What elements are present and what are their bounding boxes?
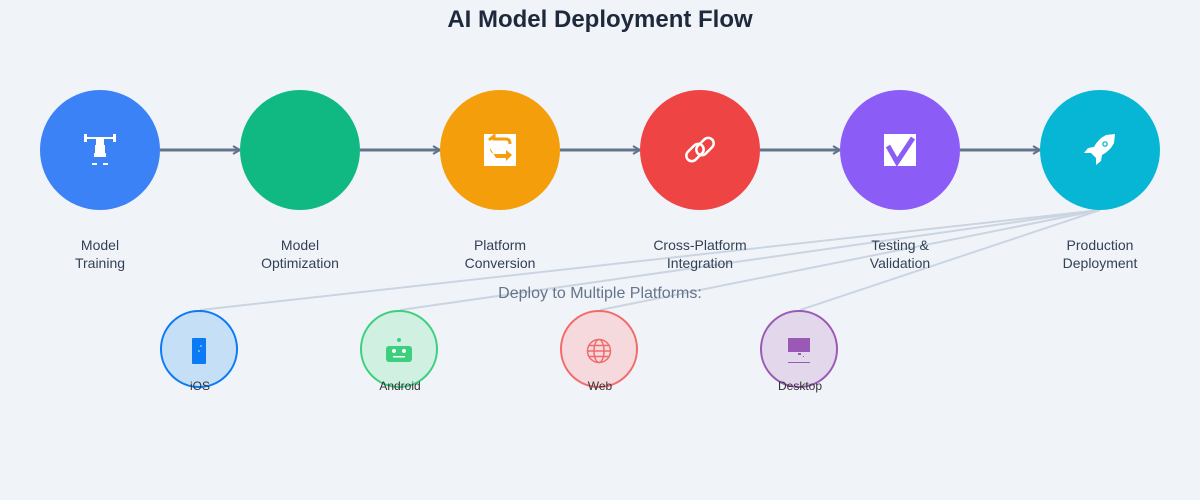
platform-android[interactable] <box>360 310 438 388</box>
link-icon <box>685 136 715 163</box>
platform-label-web: Web <box>587 379 613 393</box>
platform-label-desktop: Desktop <box>777 379 823 393</box>
step-cross-platform-integration[interactable] <box>640 90 760 210</box>
rocket-icon <box>1084 134 1115 165</box>
weightlifter-icon <box>84 134 116 165</box>
checkbox-icon <box>884 134 916 166</box>
platforms-heading: Deploy to Multiple Platforms: <box>498 285 702 302</box>
step-model-optimization[interactable] <box>240 90 360 210</box>
diagram-title: AI Model Deployment Flow <box>447 6 753 33</box>
step-label-testing-validation: Testing &Validation <box>869 237 931 271</box>
phone-icon <box>192 338 206 364</box>
platform-web[interactable] <box>560 310 638 388</box>
fanout-line-web <box>599 209 1101 311</box>
robot-icon <box>386 338 412 362</box>
step-model-training[interactable] <box>40 90 160 210</box>
globe-icon <box>586 338 612 364</box>
fanout-line-android <box>399 209 1101 311</box>
convert-arrows-icon <box>484 134 516 166</box>
monitor-icon <box>788 338 810 363</box>
platform-desktop[interactable] <box>760 310 838 388</box>
step-testing-validation[interactable] <box>840 90 960 210</box>
platform-ios[interactable] <box>160 310 238 388</box>
platform-label-android: Android <box>379 379 421 393</box>
step-production-deployment[interactable] <box>1040 90 1160 210</box>
platform-label-ios: iOS <box>189 379 210 393</box>
fanout-line-desktop <box>799 209 1101 311</box>
step-platform-conversion[interactable] <box>440 90 560 210</box>
fanout-line-ios <box>199 209 1101 311</box>
